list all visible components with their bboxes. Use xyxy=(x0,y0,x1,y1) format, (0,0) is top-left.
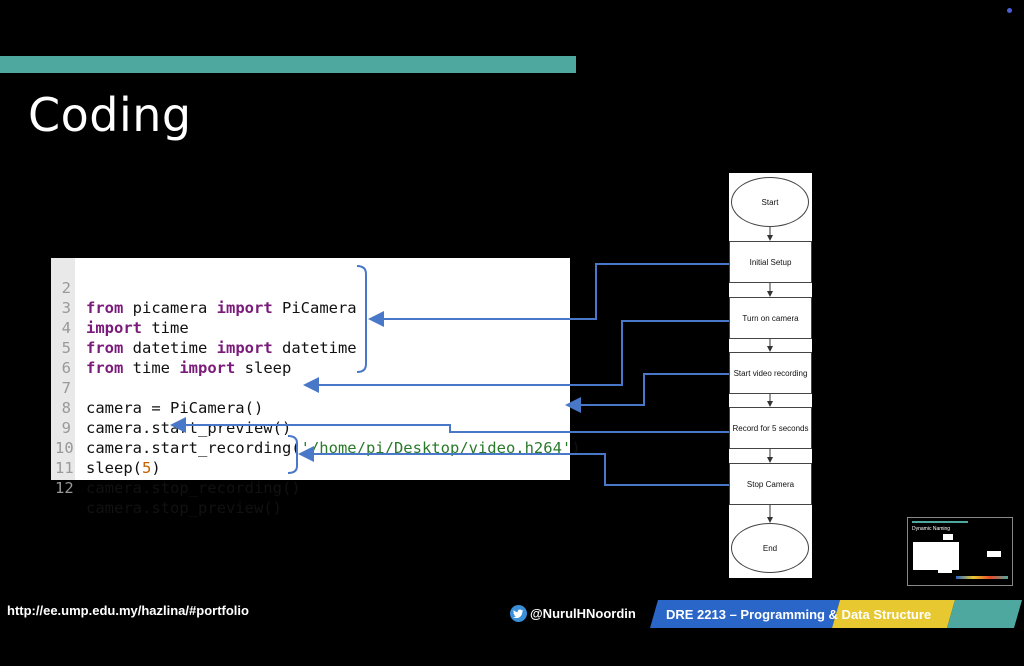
flow-step-stop-camera: Stop Camera xyxy=(729,463,812,505)
line-number: 5 xyxy=(61,339,71,357)
flow-step-start-recording: Start video recording xyxy=(729,352,812,394)
flow-start: Start xyxy=(731,177,809,227)
course-banner xyxy=(650,600,1022,628)
line-number: 11 xyxy=(55,459,74,477)
course-label: DRE 2213 – Programming & Data Structure xyxy=(666,607,932,622)
line-number: 10 xyxy=(55,439,74,457)
slide-thumbnail: Dynamic Naming xyxy=(907,517,1013,586)
line-number-gutter xyxy=(51,258,75,480)
flowchart: Start Initial Setup Turn on camera Start… xyxy=(729,173,812,578)
line-number: 12 xyxy=(55,479,74,497)
code-text: camera = PiCamera() xyxy=(86,399,264,417)
code-text: camera.start_preview() xyxy=(86,419,292,437)
code-line-6: 6 xyxy=(51,338,88,377)
line-number: 6 xyxy=(61,359,71,377)
code-line-11: 11 camera.stop_recording() xyxy=(51,438,301,497)
flow-step-turn-on-camera: Turn on camera xyxy=(729,297,812,339)
code-line-10: 10 sleep(5) xyxy=(55,439,161,477)
flow-step-initial-setup: Initial Setup xyxy=(729,241,812,283)
twitter-handle[interactable]: @NurulHNoordin xyxy=(530,606,636,621)
code-line-7: 7 camera = PiCamera() xyxy=(51,358,264,417)
status-dot xyxy=(1007,8,1012,13)
code-line-4: 4 from datetime import datetime xyxy=(51,298,357,357)
footer-url[interactable]: http://ee.ump.edu.my/hazlina/#portfolio xyxy=(7,603,249,618)
slide-title: Coding xyxy=(28,88,192,142)
code-text: camera.stop_recording() xyxy=(86,479,301,497)
line-number: 3 xyxy=(61,299,71,317)
code-block: 2 from picamera import PiCamera 3 import… xyxy=(51,258,581,517)
line-number: 4 xyxy=(61,319,71,337)
flow-step-record-5s: Record for 5 seconds xyxy=(729,407,812,449)
line-number: 7 xyxy=(61,379,71,397)
line-number: 2 xyxy=(61,279,71,297)
line-number: 8 xyxy=(61,399,71,417)
line-number: 9 xyxy=(61,419,71,437)
thumbnail-title: Dynamic Naming xyxy=(912,526,951,532)
code-line-3: 3 import time xyxy=(51,278,189,337)
code-text: camera.stop_preview() xyxy=(86,499,282,517)
flow-end: End xyxy=(731,523,809,573)
code-line-8: 8 camera.start_preview() xyxy=(51,378,292,437)
code-line-9: 9 camera.start_recording('/home/pi/Deskt… xyxy=(51,398,581,457)
twitter-icon xyxy=(510,605,527,622)
accent-bar xyxy=(0,56,576,73)
code-line-12: 12 camera.stop_preview() xyxy=(51,458,282,517)
code-line-5: 5 from time import sleep xyxy=(51,318,292,377)
code-line-2: 2 from picamera import PiCamera xyxy=(51,258,357,317)
